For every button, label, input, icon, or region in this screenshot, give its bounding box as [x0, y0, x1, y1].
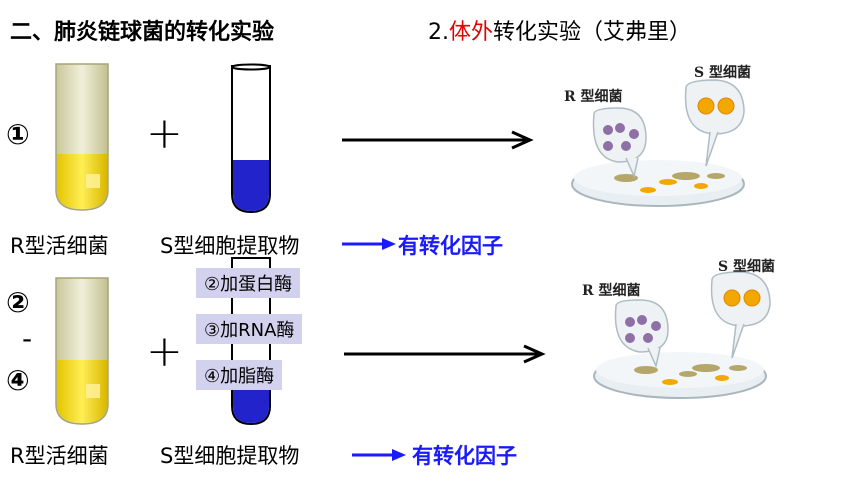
row1-marker: ①: [6, 118, 30, 151]
blue-arrow-2: [352, 449, 406, 461]
blue-arrow-1: [342, 238, 396, 250]
s-extract-tube-1: [231, 63, 271, 214]
result-text-1: 有转化因子: [398, 234, 503, 258]
enzyme-protease-label: ②加蛋白酶: [196, 268, 301, 298]
section-subtitle: 2.体外转化实验（艾弗里）: [428, 14, 691, 46]
row2-marker-bottom: ④: [6, 364, 30, 397]
plus-sign-2: +: [146, 326, 183, 377]
process-arrow-1: [342, 130, 534, 150]
plus-sign-1: +: [146, 108, 183, 159]
r-culture-label-1: R型活细菌: [10, 234, 109, 258]
subtitle-number: 2.: [428, 20, 449, 45]
r-culture-tube-1: [55, 63, 109, 211]
s-extract-label-2: S型细胞提取物: [160, 444, 300, 468]
subtitle-rest: 转化实验（艾弗里）: [493, 20, 692, 45]
petri-dish-result-1: R 型细菌 S 型细菌: [556, 58, 756, 218]
r-bacteria-label-1: R 型细菌: [564, 89, 623, 105]
process-arrow-2: [344, 344, 546, 364]
petri-dish-result-2: R 型细菌 S 型细菌: [580, 252, 780, 412]
enzyme-rnase-label: ③加RNA酶: [196, 314, 303, 344]
page-title: 二、肺炎链球菌的转化实验: [10, 20, 275, 45]
enzyme-lipase-label: ④加脂酶: [196, 360, 283, 390]
r-culture-label-2: R型活细菌: [10, 444, 109, 468]
row2-marker-top: ②: [6, 286, 30, 319]
row2-marker-dash: -: [22, 322, 33, 355]
r-culture-tube-2: [55, 277, 109, 425]
result-text-2: 有转化因子: [412, 444, 517, 468]
subtitle-highlight: 体外: [449, 20, 494, 45]
s-bacteria-label-1: S 型细菌: [694, 65, 751, 81]
s-extract-label-1: S型细胞提取物: [160, 234, 300, 258]
r-bacteria-label-2: R 型细菌: [582, 283, 641, 299]
s-bacteria-label-2: S 型细菌: [718, 259, 775, 275]
